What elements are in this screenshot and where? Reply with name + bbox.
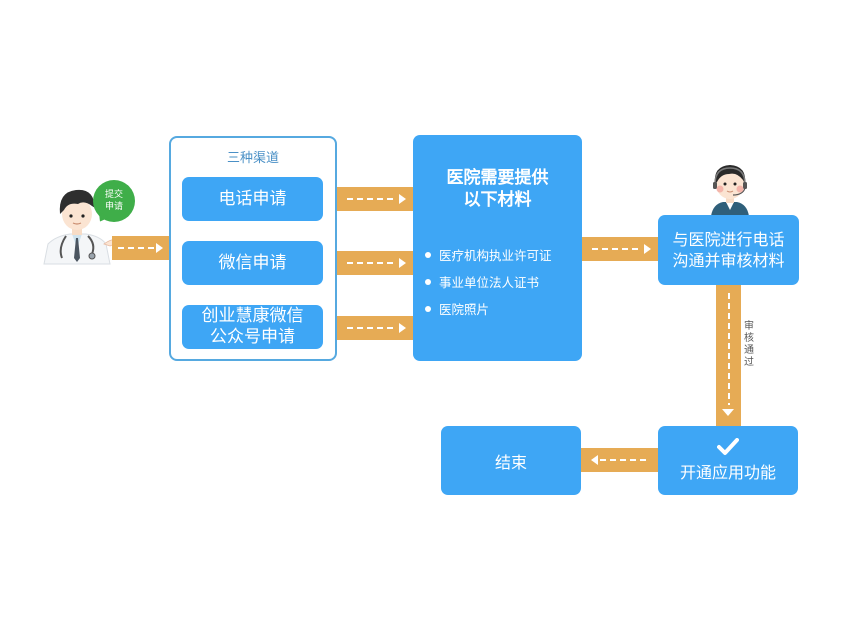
activate-box: 开通应用功能 xyxy=(658,426,798,495)
channel-label: 电话申请 xyxy=(218,188,287,209)
channels-title: 三种渠道 xyxy=(226,151,279,166)
review-line1: 与医院进行电话 xyxy=(672,230,785,249)
arrow-head-icon xyxy=(722,409,734,416)
materials-title-line1: 医院需要提供 xyxy=(446,168,549,188)
channel-phone-button[interactable]: 电话申请 xyxy=(182,177,323,221)
bullet-icon xyxy=(425,251,431,258)
channel-official-account-button[interactable]: 创业慧康微信 公众号申请 xyxy=(182,305,323,349)
channel-label: 微信申请 xyxy=(218,252,287,273)
channel-wechat-button[interactable]: 微信申请 xyxy=(182,241,323,285)
review-line2: 沟通并审核材料 xyxy=(672,251,785,270)
customer-service-icon xyxy=(711,165,749,216)
materials-item: 医院照片 xyxy=(425,295,552,322)
bullet-icon xyxy=(425,278,431,285)
materials-title-line2: 以下材料 xyxy=(463,190,532,210)
arrow-approved xyxy=(716,285,741,426)
end-label: 结束 xyxy=(494,452,527,472)
arrow-head-icon xyxy=(399,194,406,204)
bullet-icon xyxy=(425,305,431,312)
arrow-head-icon xyxy=(399,323,406,333)
channel-label-line2: 公众号申请 xyxy=(210,327,295,347)
arrow-submit xyxy=(112,236,169,260)
doctor-avatar-icon xyxy=(43,189,119,265)
channel-label-line1: 创业慧康微信 xyxy=(201,306,304,326)
arrow-channel-1 xyxy=(337,187,413,211)
checkmark-icon xyxy=(717,438,739,455)
arrow-head-icon xyxy=(644,244,651,254)
arrow-to-end xyxy=(581,448,658,472)
materials-item: 医疗机构执业许可证 xyxy=(425,241,552,268)
approved-label: 审核通过 xyxy=(744,321,754,368)
arrow-to-review xyxy=(582,237,658,261)
materials-item: 事业单位法人证书 xyxy=(425,268,552,295)
arrow-head-icon xyxy=(591,455,598,465)
end-box: 结束 xyxy=(441,426,581,495)
bubble-line2: 申请 xyxy=(104,202,123,212)
review-box: 与医院进行电话 沟通并审核材料 xyxy=(658,215,799,285)
operator-figure xyxy=(703,160,757,216)
materials-list: 医疗机构执业许可证 事业单位法人证书 医院照片 xyxy=(425,241,552,322)
submit-bubble: 提交 申请 xyxy=(93,180,135,222)
materials-box: 医院需要提供 以下材料 医疗机构执业许可证 事业单位法人证书 医院照片 xyxy=(413,135,582,361)
arrow-channel-3 xyxy=(337,316,413,340)
arrow-head-icon xyxy=(156,243,163,253)
arrow-head-icon xyxy=(399,258,406,268)
doctor-figure xyxy=(38,178,123,266)
materials-title: 医院需要提供 以下材料 xyxy=(413,167,582,211)
arrow-channel-2 xyxy=(337,251,413,275)
activate-label: 开通应用功能 xyxy=(679,463,776,482)
bubble-line1: 提交 xyxy=(104,190,123,200)
